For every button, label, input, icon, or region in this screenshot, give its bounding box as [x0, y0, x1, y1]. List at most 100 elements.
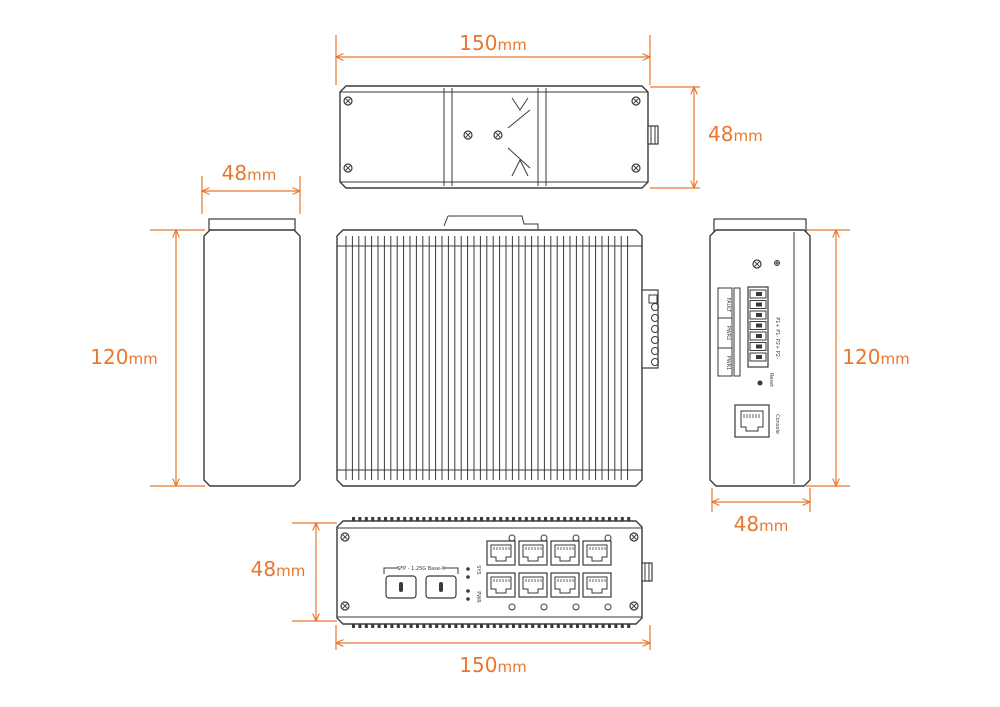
fin-tab [480, 623, 483, 628]
fin-tab [531, 517, 535, 522]
fin-tab [601, 517, 605, 522]
left-width-dimension: 48mm [202, 161, 300, 214]
fin-tab [384, 623, 387, 628]
terminal-screw [756, 302, 762, 307]
fin-tab [358, 517, 362, 522]
right-width-dimension: 48mm [712, 488, 810, 536]
fin-tab [409, 623, 413, 628]
fin-tab [569, 517, 573, 522]
front-heatsink-view [336, 215, 659, 487]
right-width-value: 48 [734, 512, 759, 536]
rj45-port-8[interactable] [582, 572, 612, 598]
fin-tab [371, 517, 375, 522]
left-height-unit: mm [128, 350, 157, 368]
port-view-fins [352, 517, 631, 522]
fin-tab [544, 623, 547, 628]
rj45-port-6[interactable] [518, 572, 548, 598]
fin-tab [428, 623, 432, 628]
fin-tab [377, 517, 381, 522]
port-view-body: SFP - 1.25G Base-X SYS PWR [336, 517, 653, 628]
fin-tab [403, 517, 407, 522]
rj45-port-grid [486, 534, 612, 611]
svg-text:120mm: 120mm [90, 345, 157, 369]
fin-tab [358, 623, 362, 628]
fin-tab [550, 623, 554, 628]
fin-tab [492, 623, 496, 628]
left-side-view: 48mm 120mm [90, 161, 300, 486]
fin-tab [416, 623, 419, 628]
left-width-unit: mm [247, 166, 276, 184]
fin-tab [390, 623, 394, 628]
fin-tab [627, 623, 631, 628]
fin-tab [467, 517, 471, 522]
pwr-led-label: PWR [475, 591, 481, 603]
fin-tab [480, 517, 483, 522]
rj45-port-4[interactable] [582, 540, 612, 566]
rj45-port-2[interactable] [518, 540, 548, 566]
fin-tab [371, 623, 375, 628]
top-view-body [339, 85, 659, 189]
rj45-port-1[interactable] [486, 540, 516, 566]
right-terminal-block [747, 286, 769, 368]
fin-tab [595, 623, 599, 628]
svg-text:48mm: 48mm [222, 161, 277, 185]
top-view: 150mm 48mm [336, 31, 763, 188]
rj45-port-5[interactable] [486, 572, 516, 598]
port-view: 48mm 150mm SFP [251, 517, 653, 677]
fin-tab [486, 517, 490, 522]
terminal-screw [756, 323, 762, 328]
svg-text:48mm: 48mm [734, 512, 789, 536]
fin-tab [499, 623, 503, 628]
fin-tab [448, 623, 451, 628]
fin-tab [377, 623, 381, 628]
p-labels: P1+ P1- P2+ P2- [774, 317, 780, 359]
rj45-port-7[interactable] [550, 572, 580, 598]
fin-tab [448, 517, 451, 522]
fin-tab [428, 517, 432, 522]
fin-tab [563, 517, 567, 522]
fin-tab [441, 623, 445, 628]
terminal-block [641, 289, 659, 369]
sfp-label: SFP - 1.25G Base-X [397, 566, 445, 572]
fin-tab [505, 517, 509, 522]
fin-tab [364, 517, 368, 522]
rj45-port-3[interactable] [550, 540, 580, 566]
reset-button[interactable] [757, 380, 763, 386]
fin-tab [524, 623, 528, 628]
fin-tab [601, 623, 605, 628]
fin-tab [352, 517, 355, 522]
fin-tab [556, 623, 560, 628]
fin-tab [588, 623, 592, 628]
bottom-height-value: 48 [251, 557, 276, 581]
terminal-screw [756, 292, 762, 296]
fin-tab [518, 517, 522, 522]
svg-text:150mm: 150mm [459, 653, 526, 677]
fin-tab [576, 517, 579, 522]
fin-tab [556, 517, 560, 522]
fin-tab [537, 517, 541, 522]
fin-tab [384, 517, 387, 522]
right-height-unit: mm [880, 350, 909, 368]
fin-tab [396, 623, 400, 628]
fin-tab [441, 517, 445, 522]
fin-tab [588, 517, 592, 522]
fin-tab [454, 517, 458, 522]
right-view-body: FAULT PWR2 PWR1 P1+ P1- P2+ P2- Reset Co [709, 218, 811, 487]
console-port[interactable] [734, 404, 770, 438]
sfp-module-area: SFP - 1.25G Base-X [383, 566, 459, 599]
terminal-screw [756, 313, 762, 317]
left-width-value: 48 [222, 161, 247, 185]
fin-tab [576, 623, 579, 628]
bottom-height-unit: mm [276, 562, 305, 580]
svg-text:120mm: 120mm [842, 345, 909, 369]
fin-tab [537, 623, 541, 628]
top-width-value: 150 [459, 31, 497, 55]
fin-tab [505, 623, 509, 628]
terminal-screw [756, 334, 762, 338]
fin-tab [435, 623, 439, 628]
fin-tab [352, 623, 355, 628]
fin-tab [518, 623, 522, 628]
fin-tab [524, 517, 528, 522]
fin-tab [582, 623, 586, 628]
fin-tab [403, 623, 407, 628]
